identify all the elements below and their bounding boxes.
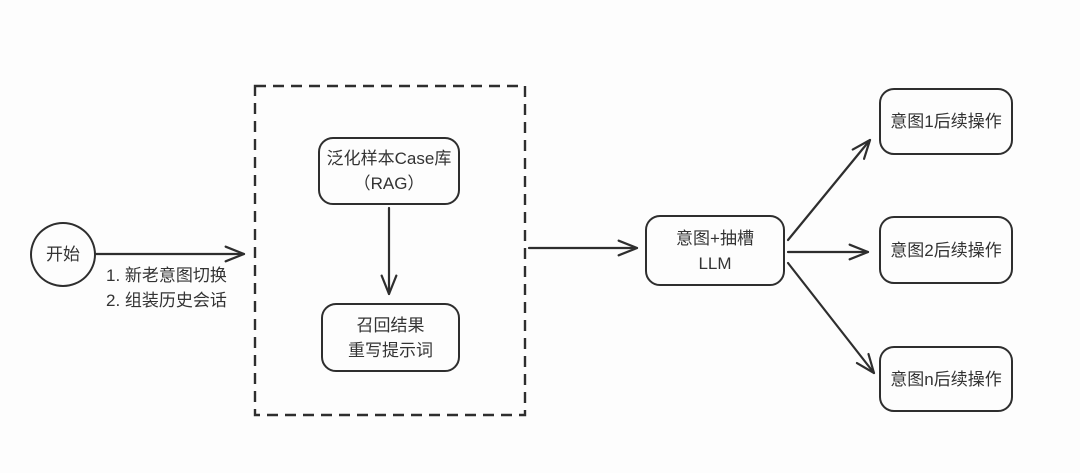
recall-rewrite-label-line1: 召回结果 <box>356 315 425 335</box>
intent-n-followup-node: 意图n后续操作 <box>879 346 1013 412</box>
recall-rewrite-label-line2: 重写提示词 <box>348 340 433 360</box>
case-library-label-line2: （RAG） <box>353 174 425 193</box>
intent-2-followup-label: 意图2后续操作 <box>890 240 1002 260</box>
intent-slot-llm-node: 意图+抽槽 LLM <box>645 215 785 286</box>
start-edge-note-line1: 1. 新老意图切换 <box>106 266 227 285</box>
start-node: 开始 <box>30 222 96 287</box>
intent-1-followup-node: 意图1后续操作 <box>879 88 1013 155</box>
start-edge-note-line2: 2. 组装历史会话 <box>106 291 227 310</box>
case-library-node: 泛化样本Case库 （RAG） <box>318 137 460 205</box>
intent-slot-llm-label-line2: LLM <box>698 253 732 273</box>
intent-n-followup-label: 意图n后续操作 <box>890 369 1002 389</box>
start-node-label: 开始 <box>46 245 80 264</box>
case-library-label-line1: 泛化样本Case库 <box>326 149 452 168</box>
start-edge-note: 1. 新老意图切换 2. 组装历史会话 <box>106 263 227 313</box>
intent-1-followup-label: 意图1后续操作 <box>890 112 1002 131</box>
recall-rewrite-node: 召回结果 重写提示词 <box>321 303 460 372</box>
rag-group-dashed-border <box>253 84 527 417</box>
arrow-llm-to-intent-n <box>786 261 876 375</box>
arrow-llm-to-intent-1 <box>786 138 872 242</box>
intent-slot-llm-label-line1: 意图+抽槽 <box>676 228 754 248</box>
intent-2-followup-node: 意图2后续操作 <box>879 216 1013 284</box>
